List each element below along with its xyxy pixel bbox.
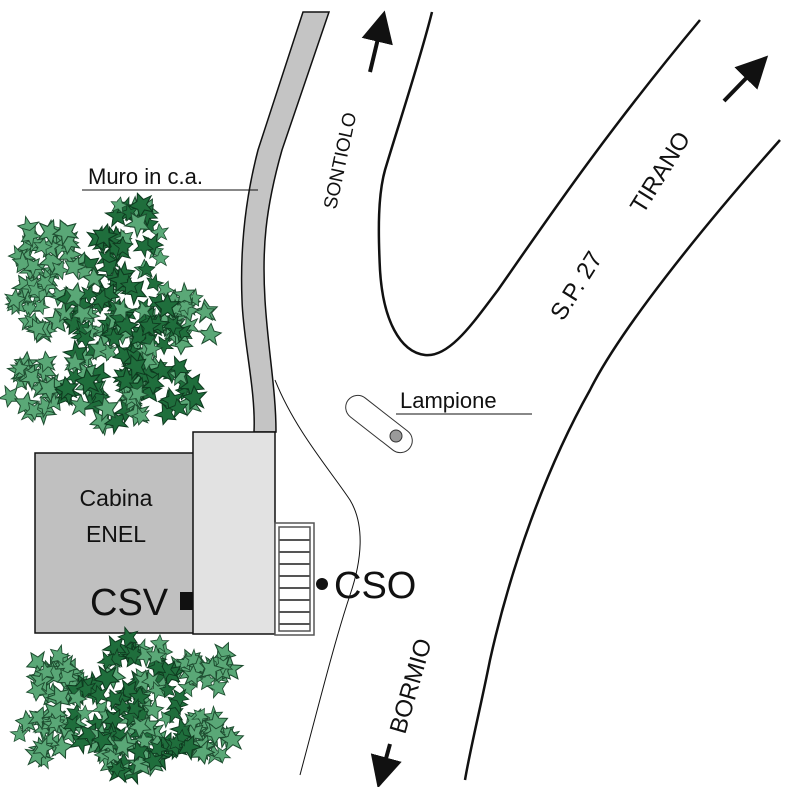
road-name-label: S.P. 27 xyxy=(545,247,608,325)
cso-label: CSO xyxy=(334,565,416,607)
path-edge-line xyxy=(274,379,361,776)
bormio-label: BORMIO xyxy=(385,636,438,737)
sp27-road-edge xyxy=(463,139,781,781)
csv-marker-icon xyxy=(180,592,193,610)
bormio-arrow-icon xyxy=(370,743,402,787)
grating-icon xyxy=(274,522,315,636)
lamp-label: Lampione xyxy=(400,388,497,413)
tree-cluster-lower xyxy=(7,625,247,787)
tirano-label: TIRANO xyxy=(625,127,696,218)
csv-label: CSV xyxy=(90,582,169,624)
lamp-post-icon xyxy=(345,394,413,454)
tirano-arrow-icon xyxy=(722,55,769,103)
cabin-label-line2: ENEL xyxy=(86,521,146,547)
sontiolo-label: SONTIOLO xyxy=(320,111,361,211)
annex-building xyxy=(192,431,276,635)
sontiolo-arrow-icon xyxy=(361,10,393,73)
tree-icon xyxy=(7,694,83,772)
sontiolo-road-edge xyxy=(377,11,701,357)
concrete-wall xyxy=(240,11,331,433)
tree-cluster-upper xyxy=(0,191,223,438)
cso-marker-icon xyxy=(316,578,328,590)
enel-cabin xyxy=(34,452,196,634)
wall-label: Muro in c.a. xyxy=(88,164,203,189)
cabin-label-line1: Cabina xyxy=(80,485,153,511)
